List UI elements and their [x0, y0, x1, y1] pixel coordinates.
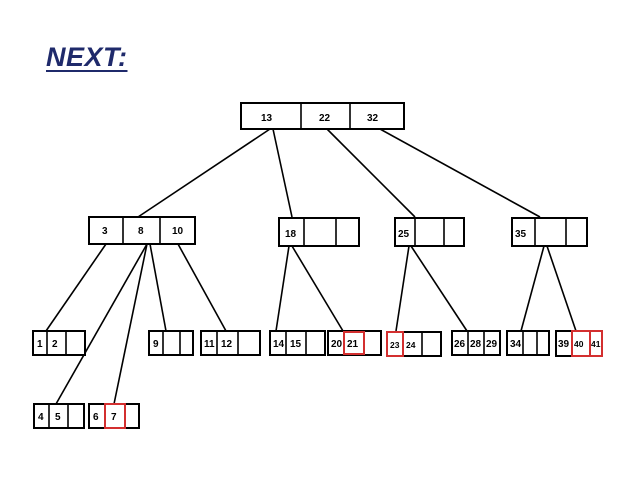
- edge-35-to-39-40-41: [546, 245, 577, 332]
- highlight-key-41: [589, 330, 603, 357]
- node-root: 13 22 32: [240, 102, 405, 130]
- leaf-23-24: 23 24: [386, 331, 442, 357]
- edge-3-8-10-to-1-2: [45, 243, 107, 332]
- key-3: 3: [102, 226, 108, 237]
- tree-edges: [45, 128, 577, 405]
- key-15: 15: [290, 339, 302, 350]
- node-root-frame: [240, 102, 405, 130]
- node-3-8-10-frame: [88, 216, 196, 245]
- node-35-frame: [511, 217, 588, 247]
- key-5: 5: [55, 412, 61, 423]
- edge-3-8-10-to-9: [149, 243, 167, 332]
- leaf-20-21: 20 21: [327, 330, 382, 356]
- leaf-9-frame: [148, 330, 194, 356]
- leaf-11-12-frame: [200, 330, 261, 356]
- edge-35-to-34: [520, 245, 545, 332]
- key-12: 12: [221, 339, 233, 350]
- key-41: 41: [591, 339, 601, 349]
- edge-root-to-18: [272, 128, 293, 218]
- key-6: 6: [93, 412, 99, 423]
- highlight-key-23: [386, 331, 404, 357]
- leaf-1-2-frame: [32, 330, 86, 356]
- key-10: 10: [172, 226, 184, 237]
- key-11: 11: [204, 339, 215, 350]
- edge-3-8-10-to-11-12: [177, 243, 227, 332]
- leaf-34: 34: [506, 330, 550, 356]
- edge-root-to-35: [379, 128, 541, 218]
- key-2: 2: [52, 339, 58, 350]
- key-26: 26: [454, 339, 466, 350]
- key-25: 25: [398, 229, 410, 240]
- node-25: 25: [394, 217, 465, 247]
- node-18: 18: [278, 217, 360, 247]
- leaf-6-7: 6 7: [88, 403, 140, 429]
- node-18-frame: [278, 217, 360, 247]
- edge-root-to-25: [326, 128, 416, 218]
- edge-18-to-14-15: [275, 245, 290, 332]
- key-8: 8: [138, 226, 144, 237]
- edge-18-to-20-21: [291, 245, 344, 332]
- highlight-key-7: [104, 403, 126, 429]
- key-24: 24: [406, 340, 416, 350]
- key-18: 18: [285, 229, 297, 240]
- key-28: 28: [470, 339, 482, 350]
- key-34: 34: [510, 339, 522, 350]
- leaf-4-5-frame: [33, 403, 85, 429]
- node-35: 35: [511, 217, 588, 247]
- edge-3-8-10-to-4-5: [55, 243, 148, 405]
- leaf-1-2: 1 2: [32, 330, 86, 356]
- leaf-9: 9: [148, 330, 194, 356]
- leaf-14-15-frame: [269, 330, 326, 356]
- leaf-6-7-frame: [88, 403, 140, 429]
- node-3-8-10: 3 8 10: [88, 216, 196, 245]
- leaf-26-28-29: 26 28 29: [451, 330, 501, 356]
- key-14: 14: [273, 339, 285, 350]
- key-7: 7: [111, 412, 117, 423]
- key-32: 32: [367, 113, 379, 124]
- key-23: 23: [390, 340, 400, 350]
- edge-root-to-3-8-10: [137, 128, 271, 218]
- key-40: 40: [574, 339, 584, 349]
- key-13: 13: [261, 113, 273, 124]
- leaf-34-frame: [506, 330, 550, 356]
- key-1: 1: [37, 339, 43, 350]
- key-29: 29: [486, 339, 498, 350]
- key-9: 9: [153, 339, 159, 350]
- leaf-14-15: 14 15: [269, 330, 326, 356]
- key-4: 4: [38, 412, 44, 423]
- edge-25-to-26-28-29: [410, 245, 468, 332]
- edge-25-to-23-24: [395, 245, 410, 332]
- node-25-frame: [394, 217, 465, 247]
- leaf-26-28-29-frame: [451, 330, 501, 356]
- key-39: 39: [558, 339, 570, 350]
- leaf-4-5: 4 5: [33, 403, 85, 429]
- edge-3-8-10-to-6-7: [113, 243, 148, 405]
- key-22: 22: [319, 113, 331, 124]
- key-21: 21: [347, 339, 359, 350]
- slide-heading: NEXT:: [46, 42, 128, 72]
- highlight-key-21: [343, 331, 365, 355]
- leaf-23-24-frame: [386, 331, 442, 357]
- leaf-11-12: 11 12: [200, 330, 261, 356]
- leaf-39-40-41: 39 40 41: [555, 330, 603, 357]
- key-35: 35: [515, 229, 527, 240]
- key-20: 20: [331, 339, 343, 350]
